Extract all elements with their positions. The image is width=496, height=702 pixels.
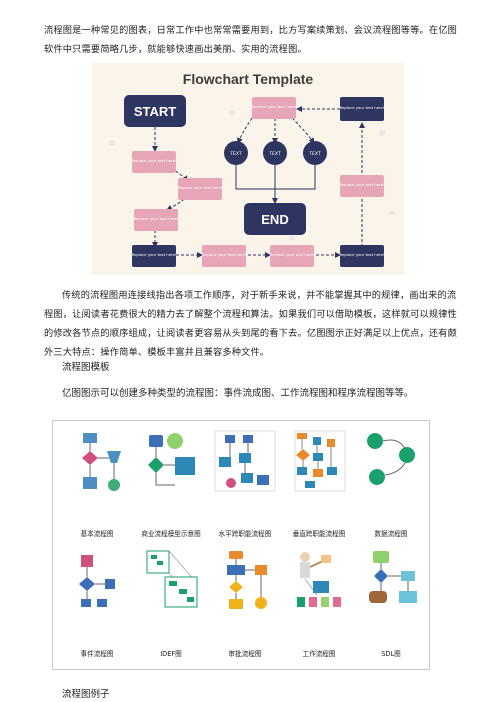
template-card[interactable]: 工作流程图 xyxy=(283,547,355,665)
svg-text:Replace your text here!: Replace your text here! xyxy=(252,104,297,109)
template-card[interactable]: 审批流程图 xyxy=(209,547,281,665)
section-heading: 流程图例子 xyxy=(62,689,110,700)
text-circle-node xyxy=(263,141,287,165)
template-card[interactable]: 事件流程图 xyxy=(61,547,133,665)
svg-text:Replace your text here!: Replace your text here! xyxy=(132,158,177,163)
template-label: 基本流程图 xyxy=(80,530,114,538)
workflow-icon xyxy=(297,552,341,607)
svg-text:Replace your text here!: Replace your text here! xyxy=(178,185,223,190)
svg-text:TEXT: TEXT xyxy=(229,151,242,157)
sdl-icon xyxy=(369,551,417,603)
section-heading: 流程图模板 xyxy=(62,362,110,373)
svg-text:Replace your text here!: Replace your text here! xyxy=(202,252,247,257)
text-circle-node xyxy=(303,141,327,165)
process-node xyxy=(178,178,222,200)
svg-text:Replace your text here!: Replace your text here! xyxy=(132,252,177,257)
template-label: 垂直跨职能流程图 xyxy=(292,530,346,538)
start-node xyxy=(124,95,186,127)
event-flow-icon xyxy=(79,555,115,607)
process-node xyxy=(340,175,384,197)
template-card[interactable]: 垂直跨职能流程图 xyxy=(283,427,355,545)
template-label: 水平跨职能流程图 xyxy=(218,530,272,538)
template-label: 事件流程图 xyxy=(80,650,114,658)
process-node xyxy=(340,245,384,267)
end-node xyxy=(244,203,306,235)
process-node xyxy=(132,151,176,173)
body-paragraph: 亿图图示可以创建多种类型的流程图：事件流成图、工作流程图和程序流程图等等。 xyxy=(62,388,414,399)
template-card[interactable]: IDEF图 xyxy=(135,547,207,665)
template-card[interactable]: 数据流程图 xyxy=(355,427,427,545)
svg-text:Replace your text here!: Replace your text here! xyxy=(340,105,385,110)
template-label: SDL图 xyxy=(381,650,401,658)
template-label: 审批流程图 xyxy=(228,650,262,658)
text-circle-node xyxy=(224,141,248,165)
template-label: 数据流程图 xyxy=(374,530,408,538)
template-label: 商业流程模型示意图 xyxy=(141,530,201,538)
horizontal-crossfunctional-icon xyxy=(214,430,276,492)
end-label: END xyxy=(261,212,288,227)
svg-text:TEXT: TEXT xyxy=(268,151,281,157)
flowchart-title: Flowchart Template xyxy=(183,71,314,87)
flowchart-diagram: Flowchart Template START Replace your t xyxy=(92,63,404,275)
svg-text:Replace your text here!: Replace your text here! xyxy=(340,182,385,187)
process-node xyxy=(340,97,384,121)
template-card[interactable]: 商业流程模型示意图 xyxy=(135,427,207,545)
intro-paragraph: 流程图是一种常见的图表，日常工作中也常常需要用到，比方写案续策划、会议流程图等等… xyxy=(44,25,458,55)
template-label: IDEF图 xyxy=(160,650,182,658)
template-card[interactable]: SDL图 xyxy=(355,547,427,665)
flowchart-template-image: Flowchart Template START Replace your t xyxy=(92,63,404,275)
body-paragraph: 传统的流程图用连接线指出各项工作顺序，对于新手来说，并不能掌握其中的规律，画出来… xyxy=(44,290,458,358)
svg-text:TEXT: TEXT xyxy=(308,151,321,157)
idef-icon xyxy=(146,550,198,608)
svg-text:Replace your text here!: Replace your text here! xyxy=(134,216,179,221)
process-node xyxy=(134,209,178,231)
template-card[interactable]: 基本流程图 xyxy=(61,427,133,545)
svg-text:Replace your text here!: Replace your text here! xyxy=(270,252,315,257)
business-process-icon xyxy=(148,433,195,486)
basic-flowchart-icon xyxy=(82,433,121,491)
template-label: 工作流程图 xyxy=(302,650,336,658)
vertical-crossfunctional-icon xyxy=(294,430,346,492)
process-node xyxy=(252,97,296,119)
process-node xyxy=(270,245,314,267)
svg-text:Replace your text here!: Replace your text here! xyxy=(340,252,385,257)
start-label: START xyxy=(134,104,176,119)
data-flow-icon xyxy=(367,433,415,485)
process-node xyxy=(132,245,176,267)
audit-flow-icon xyxy=(227,551,267,609)
process-node xyxy=(202,245,246,267)
template-card[interactable]: 水平跨职能流程图 xyxy=(209,427,281,545)
template-gallery: 基本流程图 商业流程模型示意图 水平跨职能流程图 xyxy=(52,420,430,670)
